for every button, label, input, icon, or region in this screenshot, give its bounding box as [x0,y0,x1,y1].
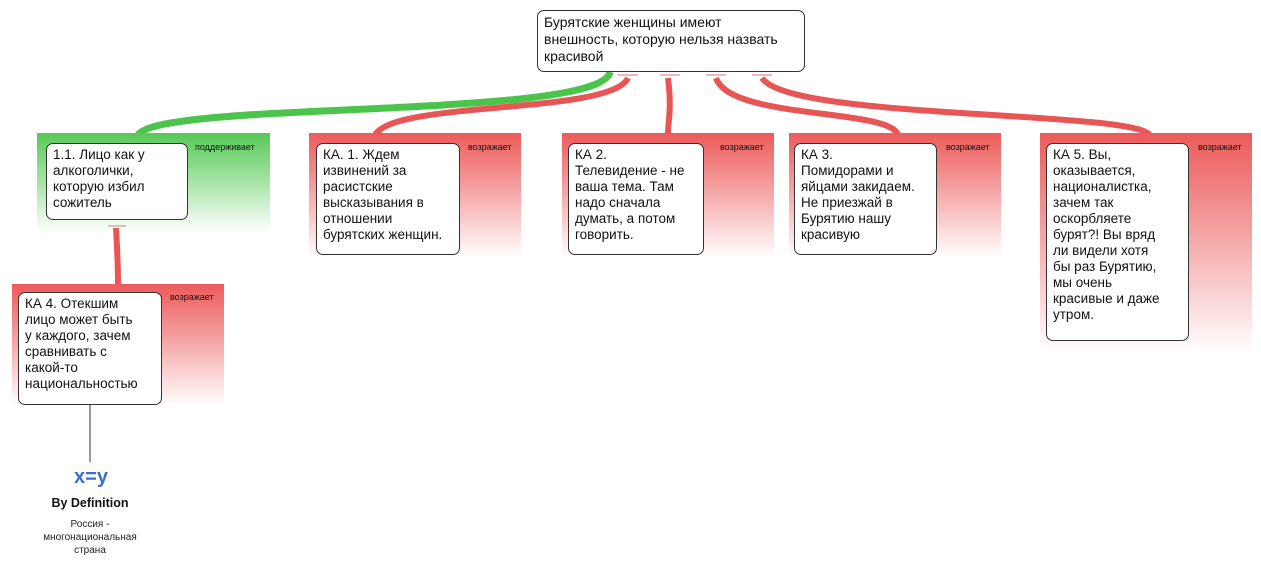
definition-title: By Definition [51,496,129,510]
node-ka2-text: КА 2. Телевидение - не ваша тема. Там на… [575,147,685,242]
node-ka1[interactable]: КА. 1. Ждем извинений за расистские выск… [316,143,460,255]
relation-label-ka1: возражает [468,142,512,152]
node-ka2[interactable]: КА 2. Телевидение - не ваша тема. Там на… [568,143,704,255]
relation-label-ka3: возражает [946,142,990,152]
relation-label-ka4: возражает [170,292,214,302]
definition-text: Россия - многонациональная страна [43,519,137,556]
support-connector [135,70,614,138]
oppose-connector-ka2 [665,77,673,136]
relation-label-support: поддерживает [195,142,255,152]
oppose-connector-ka5 [759,75,1153,138]
root-claim-text: Бурятские женщины имеют внешность, котор… [544,14,778,64]
node-ka4-text: КА 4. Отекшим лицо может быть у каждого,… [25,296,138,391]
definition-icon: x=y [74,466,108,488]
oppose-connector-ka4 [113,227,121,285]
node-ka5-text: КА 5. Вы, оказывается, националистка, за… [1053,147,1160,322]
node-1-1-text: 1.1. Лицо как у алкоголички, которую изб… [53,147,145,210]
node-ka5[interactable]: КА 5. Вы, оказывается, националистка, за… [1046,143,1189,341]
node-ka3[interactable]: КА 3. Помидорами и яйцами закидаем. Не п… [794,143,937,255]
node-1-1[interactable]: 1.1. Лицо как у алкоголички, которую изб… [46,143,188,220]
root-claim[interactable]: Бурятские женщины имеют внешность, котор… [537,10,805,72]
node-ka4[interactable]: КА 4. Отекшим лицо может быть у каждого,… [18,292,162,405]
oppose-connector-ka1 [372,76,631,137]
oppose-connector-ka3 [713,76,901,137]
node-ka3-text: КА 3. Помидорами и яйцами закидаем. Не п… [801,147,915,242]
relation-label-ka2: возражает [720,142,764,152]
node-ka1-text: КА. 1. Ждем извинений за расистские выск… [323,147,443,242]
relation-label-ka5: возражает [1198,142,1242,152]
